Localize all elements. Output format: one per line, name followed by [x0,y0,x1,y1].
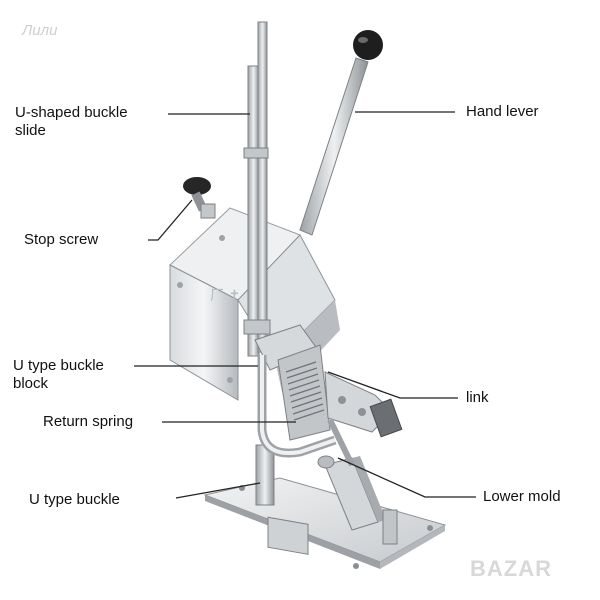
label-u-shaped-buckle-slide-line2: slide [15,122,46,139]
label-u-shaped-buckle-slide: U-shaped buckle slide [15,104,128,140]
svg-text:厂 ✝: 厂 ✝ [210,288,240,304]
leader-lines [134,111,476,499]
base-plate [203,477,447,569]
hand-lever [299,30,383,236]
label-stop-screw: Stop screw [24,231,99,248]
link-mechanism [324,371,403,467]
label-lower-mold: Lower mold [483,488,561,505]
buckle-block [254,324,331,441]
label-u-shaped-buckle-slide-line1: U-shaped buckle [15,104,128,121]
label-return-spring: Return spring [43,413,134,430]
support-column [255,444,309,555]
label-u-type-buckle: U type buckle [29,491,120,508]
lever-knob [353,30,383,60]
watermark: Лили [22,22,58,39]
leader-stop-screw [148,199,193,241]
label-u-type-buckle-block-line2: block [13,375,49,392]
label-hand-lever: Hand lever [466,103,539,120]
label-u-type-buckle-block: U type buckle block [13,357,104,393]
leader-link [327,371,458,399]
lower-mold [324,456,398,545]
stop-screw [183,177,216,219]
label-link: link [466,389,489,406]
leader-lower-mold [337,457,476,498]
leader-u-type-buckle [175,482,261,499]
brand-watermark: BAZAR [470,556,552,581]
return-spring [285,361,325,421]
buckle-slide-rods [243,21,271,357]
label-u-type-buckle-block-line1: U type buckle [13,357,104,374]
u-buckle-guide [257,355,337,469]
